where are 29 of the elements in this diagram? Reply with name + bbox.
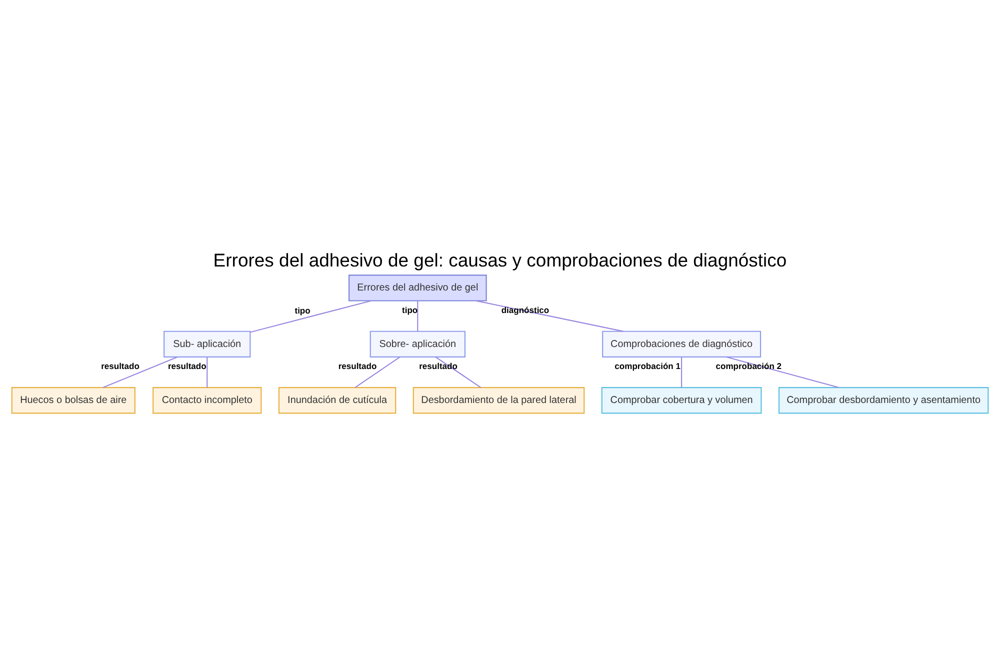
- node-box: Huecos o bolsas de aire: [11, 386, 136, 414]
- node-box: Comprobar desbordamiento y asentamiento: [778, 386, 989, 414]
- node-box: Comprobaciones de diagnóstico: [602, 330, 762, 357]
- edge-label: resultado: [168, 360, 206, 371]
- connector: [681, 356, 682, 388]
- node-box: Sobre- aplicación: [370, 330, 466, 357]
- connector: [206, 356, 208, 388]
- connector: [726, 356, 839, 388]
- node-box: Inundación de cutícula: [278, 386, 396, 414]
- connector: [102, 356, 178, 388]
- connector: [476, 300, 624, 332]
- edge-label: resultado: [338, 360, 377, 371]
- node-box: Comprobar cobertura y volumen: [601, 386, 762, 414]
- connector: [250, 300, 372, 332]
- edge-label: diagnóstico: [501, 304, 550, 314]
- connector: [417, 300, 418, 331]
- connector: [435, 356, 482, 388]
- node-box: Desbordamiento de la pared lateral: [412, 386, 585, 414]
- diagram-title: Errores del adhesivo de gel: causas y comprobaciones de diagnóstico: [213, 248, 787, 270]
- edge-label: comprobación 2: [716, 360, 782, 371]
- node-box: Errores del adhesivo de gel: [348, 274, 487, 301]
- edge-label: tipo: [294, 304, 310, 315]
- node-box: Sub- aplicación: [164, 330, 251, 357]
- edge-label: tipo: [402, 304, 418, 314]
- edge-label: resultado: [101, 360, 140, 371]
- edge-label: resultado: [419, 360, 458, 371]
- connector: [354, 356, 400, 388]
- edge-label: comprobación 1: [614, 360, 680, 371]
- node-box: Contacto incompleto: [152, 386, 262, 414]
